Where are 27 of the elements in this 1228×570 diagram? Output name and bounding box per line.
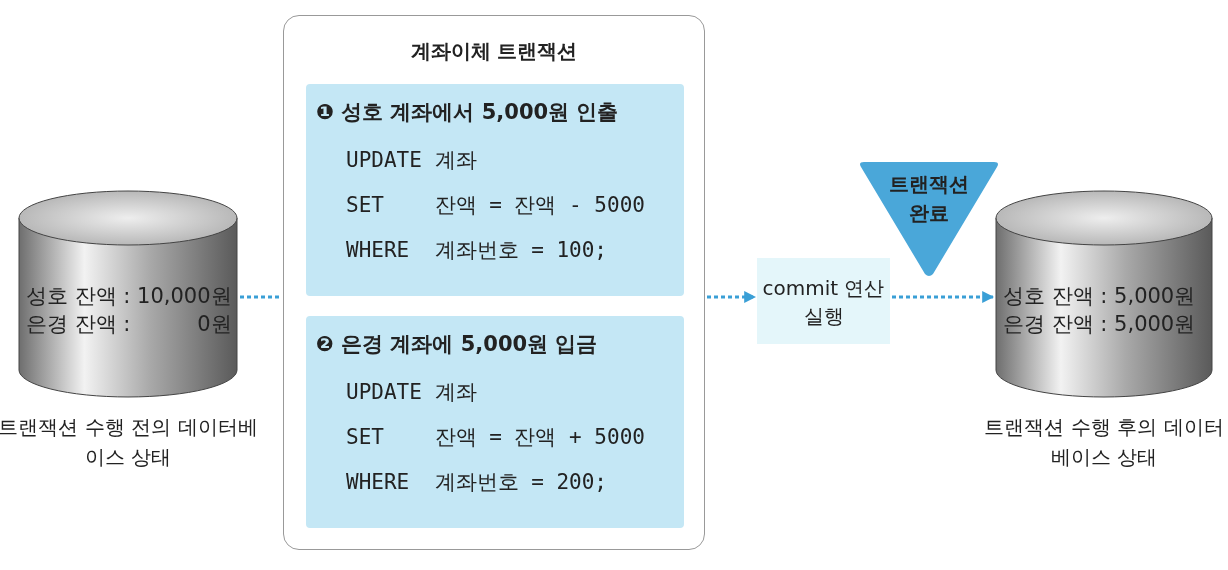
process-box (757, 258, 890, 344)
code-line: SET 잔액 = 잔액 + 5000 (346, 424, 645, 451)
dotted-arrow (707, 291, 757, 303)
step-heading: ❶ 성호 계좌에서 5,000원 인출 (316, 99, 619, 126)
caption-text: 트랜잭션 수행 후의 데이터베이스 상태 (983, 414, 1225, 471)
balance-text: 성호 잔액 : 10,000원 (26, 283, 232, 310)
code-line: UPDATE 계좌 (346, 147, 477, 174)
code-line: WHERE 계좌번호 = 100; (346, 237, 607, 264)
box-title: 계좌이체 트랜잭션 (409, 38, 579, 65)
step-heading: ❷ 은경 계좌에 5,000원 입금 (316, 331, 598, 358)
process-text: commit 연산 실행 (761, 275, 886, 330)
status-triangle (858, 162, 1000, 278)
database-cylinder (995, 190, 1213, 398)
balance-text: 성호 잔액 : 5,000원 (1003, 283, 1196, 310)
balance-text: 은경 잔액 : 0원 (26, 311, 232, 338)
step-box (306, 84, 684, 296)
code-line: WHERE 계좌번호 = 200; (346, 469, 607, 496)
code-line: UPDATE 계좌 (346, 379, 477, 406)
transaction-box (283, 15, 705, 550)
dotted-arrow (892, 291, 995, 303)
database-cylinder (18, 190, 238, 398)
step-box (306, 316, 684, 528)
dotted-line (240, 295, 281, 299)
code-line: SET 잔액 = 잔액 - 5000 (346, 192, 645, 219)
balance-text: 은경 잔액 : 5,000원 (1003, 311, 1196, 338)
caption-text: 트랜잭션 수행 전의 데이터베이스 상태 (0, 414, 258, 471)
status-text: 트랜잭션 완료 (888, 171, 970, 227)
